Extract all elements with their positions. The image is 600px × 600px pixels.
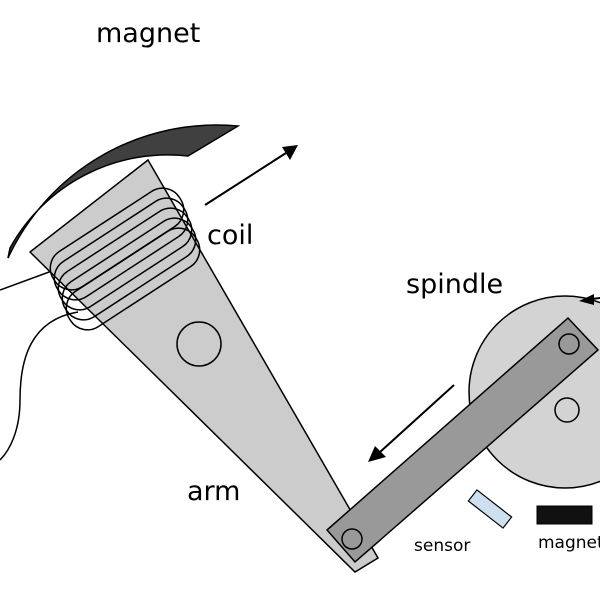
- label-arm: arm: [187, 476, 240, 507]
- arm-pivot-hole: [176, 321, 222, 367]
- connecting-link: [325, 316, 600, 564]
- label-coil: coil: [207, 220, 253, 251]
- coil-wire: [0, 311, 79, 461]
- arrow-coil-motion: [204, 145, 298, 206]
- curved-magnet: [7, 124, 241, 259]
- label-spindle: spindle: [406, 269, 503, 300]
- label-magnet-top: magnet: [96, 18, 200, 49]
- label-sensor: sensor: [414, 536, 470, 556]
- arrow-link-motion: [368, 384, 455, 462]
- link-pin-top: [558, 333, 580, 355]
- label-magnet-bottom: magnet: [538, 533, 600, 553]
- sensor: [467, 489, 513, 529]
- bottom-magnet-block: [536, 505, 593, 525]
- link-pin-bottom: [341, 528, 363, 550]
- coil-windings: [49, 187, 201, 331]
- arrow-spindle-motion: [579, 294, 600, 305]
- spindle-hole: [554, 397, 580, 423]
